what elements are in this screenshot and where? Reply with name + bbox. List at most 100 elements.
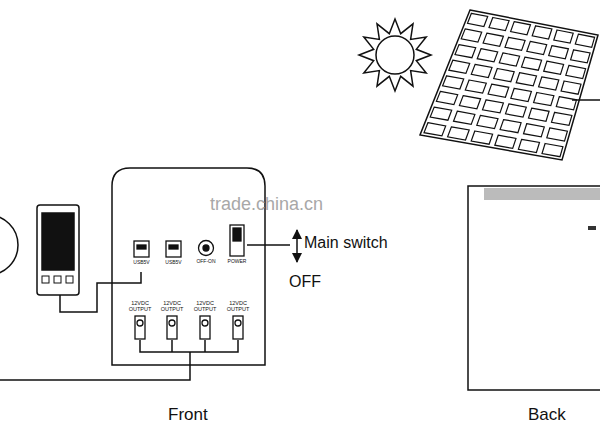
panel-cell (542, 144, 563, 157)
panel-cell (516, 73, 536, 86)
panel-cell (532, 26, 552, 39)
socket-pin (203, 245, 209, 251)
panel-cell (465, 80, 486, 93)
lamp-outline (0, 215, 18, 275)
panel-cell (556, 97, 576, 110)
usb-port-outline (133, 240, 150, 258)
view-label: Back (528, 405, 566, 425)
usb-port: USB5V (133, 240, 150, 258)
panel-cell (529, 108, 550, 121)
panel-cell (471, 64, 492, 77)
power-switch-outline (229, 224, 245, 257)
panel-cell (461, 29, 482, 42)
panel-cell (566, 65, 586, 78)
output-wire (171, 340, 173, 352)
output-terminal-outline (199, 315, 211, 340)
panel-cell (552, 112, 572, 125)
output-terminal: 12VDC OUTPUT (199, 315, 211, 340)
panel-cell (430, 107, 452, 120)
usb-frame (134, 241, 149, 257)
output-terminal-outline (232, 315, 244, 340)
power-switch: POWER (229, 224, 245, 257)
switch-frame (230, 225, 244, 256)
dc-socket-outline (197, 239, 215, 257)
phone-button (54, 276, 61, 283)
usb-port-outline (165, 240, 182, 258)
output-terminal: 12VDC OUTPUT (166, 315, 178, 340)
panel-cell (483, 33, 503, 46)
usb-tongue (169, 245, 178, 249)
terminal-frame (233, 316, 243, 339)
terminal-screw (202, 320, 208, 326)
panel-cell (561, 81, 581, 94)
port-label: POWER (222, 259, 252, 264)
panel-cell (488, 84, 509, 97)
panel-cell (449, 60, 470, 73)
dc-socket: OFF-ON (197, 239, 215, 257)
panel-cell (489, 18, 509, 31)
output-wire (140, 340, 238, 352)
view-label: Front (168, 405, 208, 425)
output-terminal-outline (166, 315, 178, 340)
port-label: 12VDC OUTPUT (225, 301, 251, 313)
output-wire (204, 340, 206, 352)
terminal-screw (137, 320, 143, 326)
terminal-frame (200, 316, 210, 339)
panel-cell (500, 120, 521, 133)
socket-ring (199, 241, 214, 256)
port-label: USB5V (159, 260, 188, 265)
usb-wire (60, 272, 141, 312)
panel-cell (499, 53, 519, 66)
terminal-screw (235, 320, 241, 326)
panel-cell (477, 49, 498, 62)
panel-cell (534, 93, 554, 106)
port-label: OFF-ON (191, 259, 221, 264)
output-terminal: 12VDC OUTPUT (232, 315, 244, 340)
terminal-frame (135, 316, 145, 339)
panel-cell (518, 139, 539, 152)
output-wire (0, 352, 190, 380)
watermark: trade.china.cn (210, 194, 323, 215)
phone-button (42, 276, 49, 283)
panel-cell (554, 30, 573, 43)
panel-cell (511, 22, 531, 35)
panel-cell (455, 45, 476, 58)
panel-cell (527, 41, 547, 54)
panel-cell (549, 46, 569, 59)
panel-cell (571, 50, 591, 63)
port-label: 12VDC OUTPUT (192, 301, 218, 313)
phone-screen (42, 213, 74, 270)
back-housing (468, 186, 600, 390)
sun-disc (376, 36, 414, 74)
panel-cell (477, 115, 498, 128)
usb-frame (166, 241, 181, 257)
back-port (588, 226, 596, 230)
panel-cell (468, 13, 488, 26)
panel-cell (494, 69, 515, 82)
panel-cell (506, 104, 527, 117)
output-terminal: 12VDC OUTPUT (134, 315, 146, 340)
switch-rocker (233, 228, 241, 241)
terminal-screw (169, 320, 175, 326)
panel-cell (539, 77, 559, 90)
usb-port: USB5V (165, 240, 182, 258)
panel-cell (471, 131, 492, 144)
panel-cell (443, 76, 464, 89)
panel-cell (454, 111, 475, 124)
panel-cell (522, 57, 542, 70)
solar-panel (420, 10, 598, 160)
switch-arrow (296, 230, 298, 262)
back-top-bar (484, 188, 600, 200)
panel-cell (483, 100, 504, 113)
panel-cell (459, 96, 480, 109)
panel-cell (424, 123, 446, 136)
panel-cells (424, 13, 595, 156)
panel-cell (448, 127, 470, 140)
panel-cell (524, 124, 545, 137)
panel-cell (436, 91, 457, 104)
phone-button (66, 276, 73, 283)
panel-cell (495, 135, 516, 148)
output-terminal-outline (134, 315, 146, 340)
callout-text: Main switch (304, 234, 388, 252)
panel-cell (575, 34, 594, 47)
